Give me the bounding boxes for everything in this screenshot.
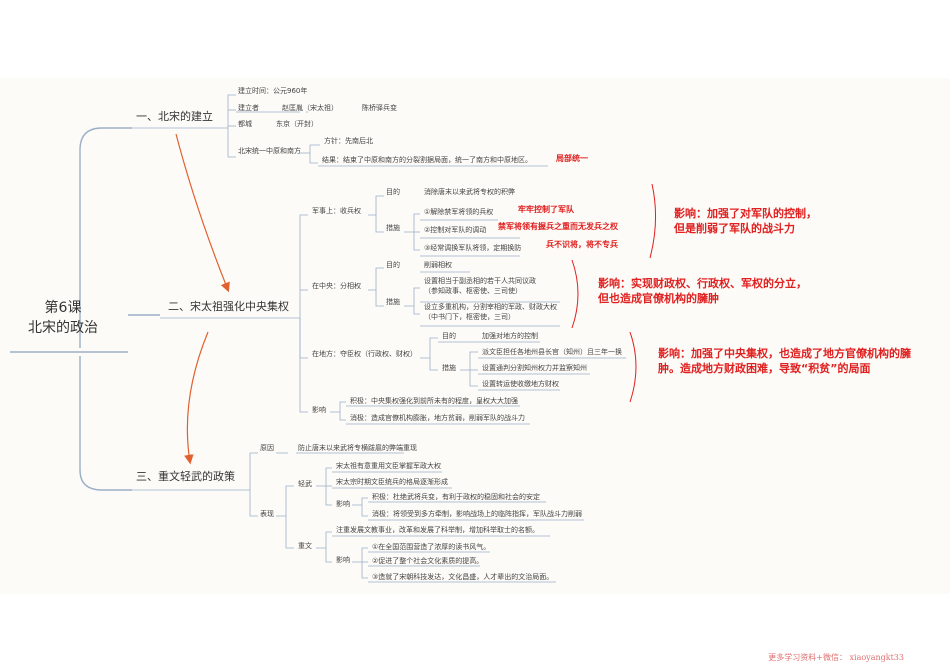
s2-effect-positive: 积极：中央集权强化到前所未有的程度，皇权大大加强 xyxy=(350,397,518,405)
s3-vc-effect: 影响 xyxy=(336,556,350,564)
s3-reason-label: 原因 xyxy=(260,444,274,452)
note-local: 影响：加强了中央集权，也造成了地方官僚机构的臃 肿。造成地方财政困难，导致“积贫… xyxy=(658,346,911,376)
s2-m-goal-label: 目的 xyxy=(386,188,400,196)
s2-c-1b: （参知政事、枢密使、三司使） xyxy=(424,287,522,295)
s2-m-1: ①解除禁军将领的兵权 xyxy=(424,208,494,216)
s2-m-3-tag: 兵不识将，将不专兵 xyxy=(546,240,618,249)
note-military: 影响：加强了对军队的控制， 但是削弱了军队的战斗力 xyxy=(674,206,817,236)
note-central: 影响：实现财政权、行政权、军权的分立， 但也造成官僚机构的臃肿 xyxy=(598,276,807,306)
s2-central: 在中央：分相权 xyxy=(312,282,361,290)
s2-c-goal-label: 目的 xyxy=(386,261,400,269)
s2-c-measure-label: 措施 xyxy=(386,298,400,306)
s1-policy: 方针：先南后北 xyxy=(324,137,373,145)
s2-m-goal: 消除唐末以来武将专权的积弊 xyxy=(424,188,515,196)
s2-m-measure-label: 措施 xyxy=(386,224,400,232)
footer-watermark: 更多学习资料+微信： xiaoyangkt33 xyxy=(768,653,904,662)
s2-m-3: ③经常调换军队将领，定期换防 xyxy=(424,244,522,252)
mindmap-canvas xyxy=(0,78,950,594)
s3-vc-e3: ③造就了宋朝科技发达，文化昌盛，人才辈出的文治局面。 xyxy=(372,573,554,581)
s1-result: 结果：结束了中原和南方的分裂割据局面，统一了南方和中原地区。 xyxy=(322,156,532,164)
note-military-line2: 但是削弱了军队的战斗力 xyxy=(674,222,795,235)
s2-l-goal: 加强对地方的控制 xyxy=(482,332,538,340)
s1-capital-label: 都城 xyxy=(238,120,252,128)
s3-light-mil: 轻武 xyxy=(298,480,312,488)
s3-lm-negative: 消极：将领受到多方牵制，影响战场上的临阵指挥，军队战斗力削弱 xyxy=(372,510,582,518)
s1-founder-name: 赵匡胤（宋太祖） xyxy=(282,104,338,112)
root-topic: 第6课 北宋的政治 xyxy=(14,298,112,338)
s1-tag: 局部统一 xyxy=(556,154,588,163)
section2-title: 二、宋太祖强化中央集权 xyxy=(168,300,289,313)
s2-military: 军事上：收兵权 xyxy=(312,207,361,215)
s1-founder-label: 建立者 xyxy=(238,104,259,112)
s2-l-goal-label: 目的 xyxy=(442,332,456,340)
s3-vc-1: 注重发展文教事业，改革和发展了科举制，增加科举取士的名额。 xyxy=(336,526,539,534)
s3-reason: 防止唐末以来武将专横跋扈的弊端重现 xyxy=(298,444,417,452)
note-local-line2: 肿。造成地方财政困难，导致“积贫”的局面 xyxy=(658,362,871,375)
s1-unify: 北宋统一中原和南方 xyxy=(238,147,301,155)
s2-l-3: 设置转运使收缴地方财权 xyxy=(482,380,559,388)
s2-c-goal: 削弱相权 xyxy=(424,261,452,269)
s2-effect-negative: 消极：造成官僚机构膨胀，地方贫弱，削弱军队的战斗力 xyxy=(350,414,525,422)
s2-m-1-tag: 牢牢控制了军队 xyxy=(518,205,574,214)
s2-c-2a: 设立多重机构，分割宰相的军政、财政大权 xyxy=(424,303,557,311)
s1-capital-name: 东京（开封） xyxy=(276,120,318,128)
s2-l-2: 设置通判分割知州权力并监察知州 xyxy=(482,364,587,372)
s2-m-2-tag: 禁军将领有握兵之重而无发兵之权 xyxy=(498,222,618,231)
root-title-line2: 北宋的政治 xyxy=(28,320,98,336)
s3-lm-effect: 影响 xyxy=(336,500,350,508)
section1-title: 一、北宋的建立 xyxy=(136,110,213,123)
s2-m-2: ②控制对军队的调动 xyxy=(424,226,487,234)
s3-lm-1: 宋太祖有意重用文臣掌握军政大权 xyxy=(336,462,441,470)
note-military-line1: 影响：加强了对军队的控制， xyxy=(674,207,817,220)
note-central-line1: 影响：实现财政权、行政权、军权的分立， xyxy=(598,277,807,290)
s3-lm-2: 宋太宗时期文臣统兵的格局逐渐形成 xyxy=(336,478,448,486)
s2-l-1: 派文臣担任各地州县长官（知州）且三年一换 xyxy=(482,348,622,356)
s3-value-civ: 重文 xyxy=(298,542,312,550)
s3-perf-label: 表现 xyxy=(260,510,274,518)
s1-founder-event: 陈桥驿兵变 xyxy=(362,104,397,112)
s3-vc-e2: ②促进了整个社会文化素质的提高。 xyxy=(372,557,484,565)
root-title-line1: 第6课 xyxy=(44,300,82,316)
s2-c-2b: （中书门下，枢密使，三司） xyxy=(424,313,515,321)
s3-lm-positive: 积极：杜绝武将兵变，有利于政权的稳固和社会的安定 xyxy=(372,493,540,501)
note-central-line2: 但也造成官僚机构的臃肿 xyxy=(598,292,719,305)
s2-effect-label: 影响 xyxy=(312,406,326,414)
s1-time: 建立时间：公元960年 xyxy=(238,87,308,95)
s2-c-1a: 设置相当于副丞相的若干人共同议政 xyxy=(424,277,536,285)
s3-vc-e1: ①在全国范围营造了浓厚的读书风气。 xyxy=(372,543,491,551)
s2-local: 在地方：夺臣权（行政权、财权） xyxy=(312,350,417,358)
section3-title: 三、重文轻武的政策 xyxy=(136,470,235,483)
note-local-line1: 影响：加强了中央集权，也造成了地方官僚机构的臃 xyxy=(658,347,911,360)
s2-l-measure-label: 措施 xyxy=(442,364,456,372)
